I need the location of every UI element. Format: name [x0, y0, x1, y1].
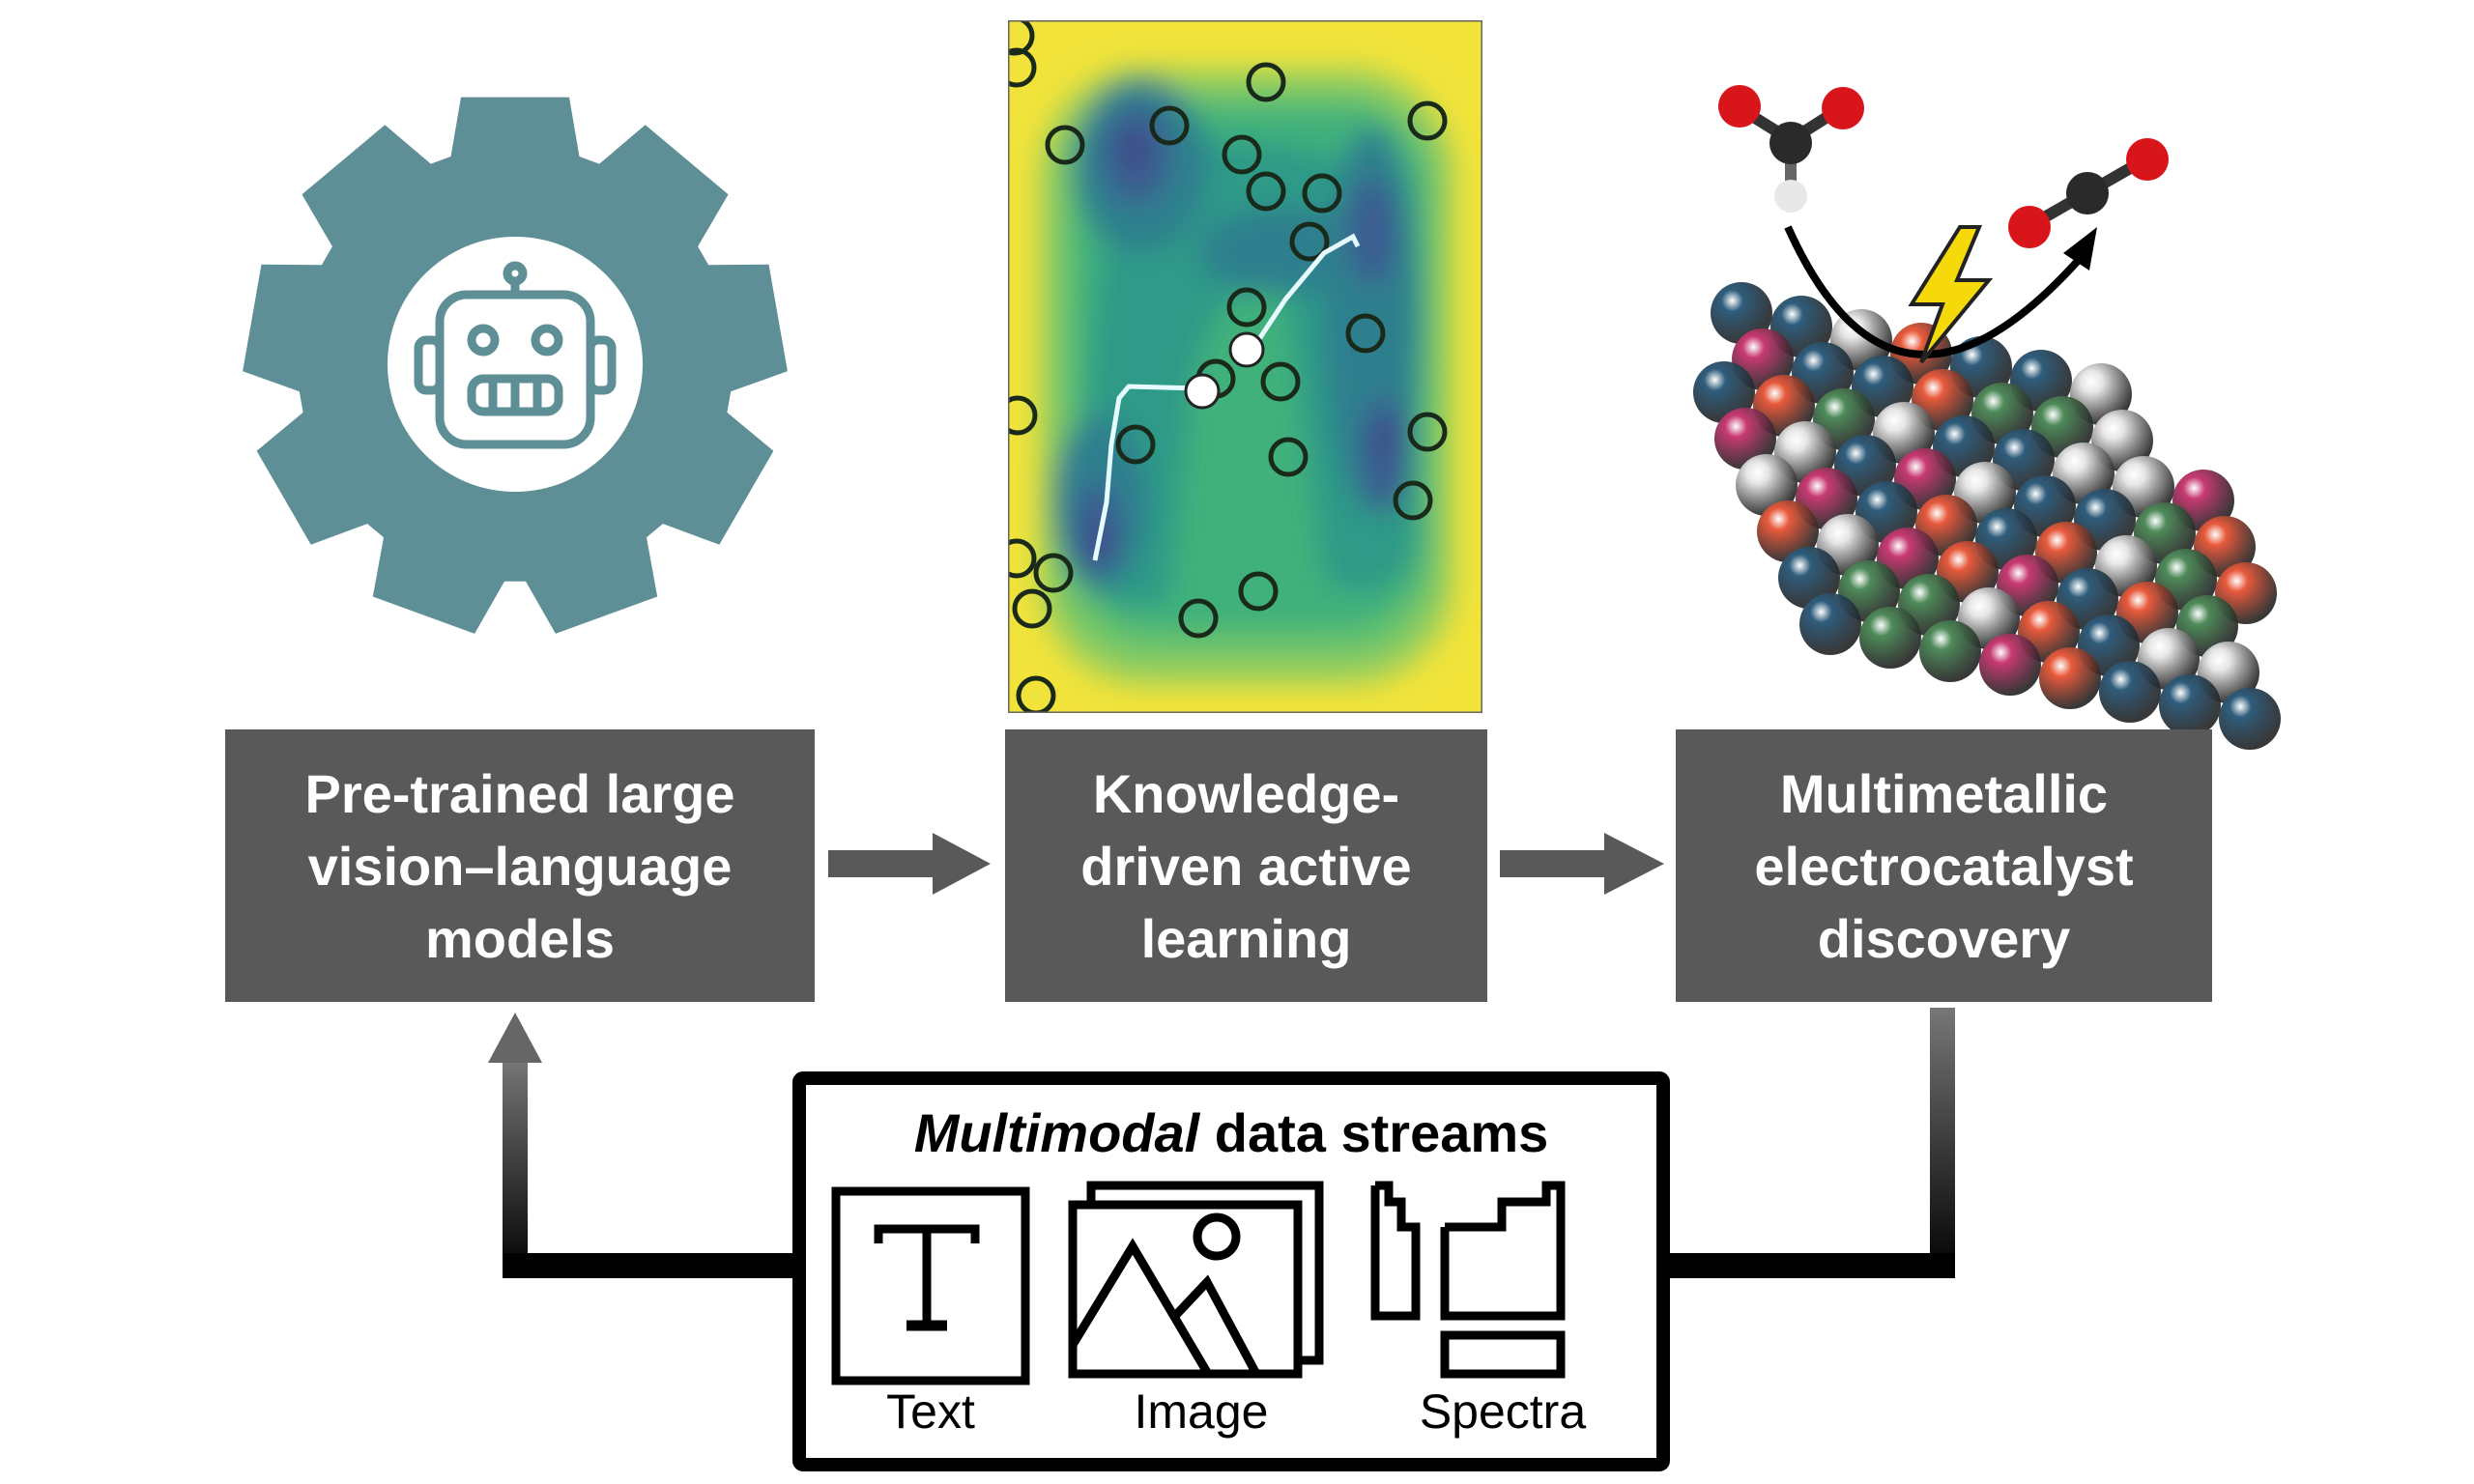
text-icon [831, 1186, 1030, 1385]
metal-atom-sphere [1778, 547, 1840, 609]
metal-atom-sphere [1979, 634, 2041, 696]
spectra-caption: Spectra [1419, 1384, 1587, 1439]
step-label-line: electrocatalyst [1754, 835, 2134, 897]
step-label-line: discovery [1817, 907, 2071, 969]
sample-point-marker [1289, 221, 1330, 262]
metal-atom-sphere [2039, 647, 2101, 709]
robot-icon [388, 237, 643, 492]
sample-point-marker [1149, 105, 1190, 146]
sample-point-marker [1345, 313, 1386, 354]
metal-atom-sphere [1757, 500, 1819, 562]
sample-point-marker [1012, 588, 1052, 629]
metal-atom-sphere [2099, 661, 2161, 723]
data-streams-title: Multimodal data streams [792, 1101, 1670, 1164]
reaction-arrow [1784, 225, 2081, 358]
sample-point-marker [1407, 100, 1448, 141]
sample-point-marker [1008, 47, 1037, 88]
reaction-arrowhead [2063, 227, 2097, 271]
formic-acid-molecule [1718, 85, 1864, 213]
sample-point-marker [1045, 125, 1085, 165]
active-learning-contour-plot [1008, 20, 1482, 713]
step-box-vision-language-models: Pre-trained large vision–language models [225, 729, 815, 1002]
sample-point-marker [1226, 287, 1267, 328]
title-italic: Multimodal [913, 1102, 1200, 1163]
sample-point-marker [1393, 480, 1433, 521]
catalyst-surface-illustration [1693, 282, 2281, 750]
step-label-line: driven active [1080, 835, 1412, 897]
sample-point-marker [1246, 62, 1286, 102]
step-label-line: Knowledge- [1092, 762, 1400, 824]
sample-point-marker [1246, 171, 1286, 212]
title-rest: data streams [1199, 1102, 1549, 1163]
sample-point-marker [1238, 571, 1279, 612]
sample-point-marker [1008, 20, 1035, 56]
step-label-line: Pre-trained large [304, 762, 735, 824]
sample-point-marker [1407, 412, 1448, 452]
metal-atom-sphere [2219, 688, 2281, 750]
feedback-loop-right [1670, 1008, 1955, 1278]
periodic-table-icon [1370, 1181, 1566, 1379]
sample-point-marker [1033, 553, 1074, 593]
sample-point-marker [1115, 424, 1156, 465]
metal-atom-sphere [1711, 282, 1772, 344]
step-label-line: vision–language [307, 835, 733, 897]
text-caption: Text [886, 1384, 975, 1439]
step-label-line: learning [1140, 907, 1352, 969]
step-box-active-learning: Knowledge-driven active learning [1005, 729, 1487, 1002]
image-caption: Image [1134, 1384, 1269, 1439]
step-label-line: models [424, 907, 616, 969]
metal-atom-sphere [1919, 620, 1981, 682]
sample-point-marker [1302, 173, 1342, 214]
sample-point-marker [1222, 134, 1262, 175]
metal-atom-sphere [1693, 361, 1755, 423]
metal-atom-sphere [2159, 674, 2221, 736]
metal-atom-sphere [1799, 593, 1861, 655]
feedback-loop-left [488, 1013, 792, 1278]
sample-point-marker [1268, 437, 1309, 477]
metal-atom-sphere [1714, 408, 1776, 470]
sample-point-marker [1008, 538, 1037, 579]
step-label-line: Multimetallic [1779, 762, 2109, 824]
sample-point-marker [1016, 675, 1056, 713]
step-box-electrocatalyst-discovery: Multimetallic electrocatalyst discovery [1676, 729, 2212, 1002]
metal-atom-sphere [1859, 607, 1921, 669]
image-icon [1068, 1181, 1324, 1379]
metal-atom-sphere [1736, 454, 1798, 516]
sample-point-marker [1008, 395, 1038, 436]
sample-point-marker [1260, 361, 1301, 402]
lightning-bolt-icon [1908, 225, 1994, 364]
sample-point-marker [1178, 598, 1219, 639]
co2-molecule [2008, 138, 2169, 248]
arrow-right-1 [828, 833, 991, 895]
arrow-right-2 [1500, 833, 1664, 895]
